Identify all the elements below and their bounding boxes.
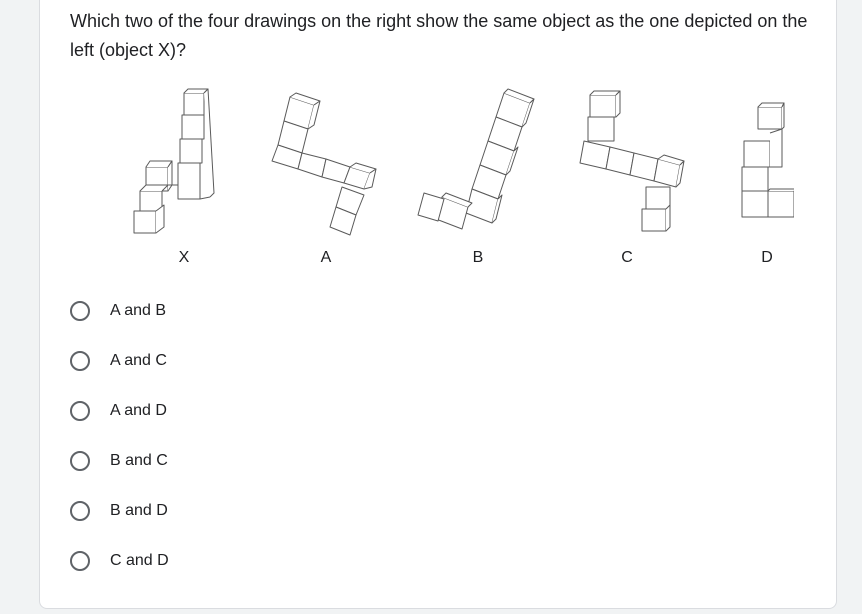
radio-button[interactable] (70, 351, 90, 371)
radio-button[interactable] (70, 551, 90, 571)
option-a-and-d[interactable]: A and D (70, 386, 169, 436)
object-b-drawing (417, 88, 535, 230)
option-label: A and B (110, 302, 167, 319)
cube-drawings (133, 88, 794, 236)
figure-label-x: X (178, 249, 190, 266)
object-c-drawing (579, 90, 685, 232)
option-b-and-d[interactable]: B and D (70, 486, 169, 536)
question-text: Which two of the four drawings on the ri… (70, 11, 808, 60)
figure-label-a: A (320, 249, 332, 266)
option-c-and-d[interactable]: C and D (70, 536, 169, 586)
radio-button[interactable] (70, 451, 90, 471)
figure-label-c: C (621, 249, 633, 266)
object-a-drawing (271, 92, 377, 236)
radio-button[interactable] (70, 401, 90, 421)
option-a-and-b[interactable]: A and B (70, 286, 169, 336)
option-label: A and C (110, 352, 167, 369)
radio-button[interactable] (70, 501, 90, 521)
option-label: B and D (110, 502, 168, 519)
option-b-and-c[interactable]: B and C (70, 436, 169, 486)
figure-label-b: B (472, 249, 484, 266)
object-d-drawing (741, 102, 794, 218)
radio-button[interactable] (70, 301, 90, 321)
figure-label-d: D (761, 249, 773, 266)
option-label: C and D (110, 552, 169, 569)
answer-options: A and B A and C A and D B and C B and D … (70, 286, 169, 586)
option-label: B and C (110, 452, 168, 469)
object-x-drawing (133, 88, 215, 234)
cube-figures: X A B C D (84, 83, 794, 283)
question-card: Which two of the four drawings on the ri… (39, 0, 837, 609)
option-label: A and D (110, 402, 167, 419)
option-a-and-c[interactable]: A and C (70, 336, 169, 386)
